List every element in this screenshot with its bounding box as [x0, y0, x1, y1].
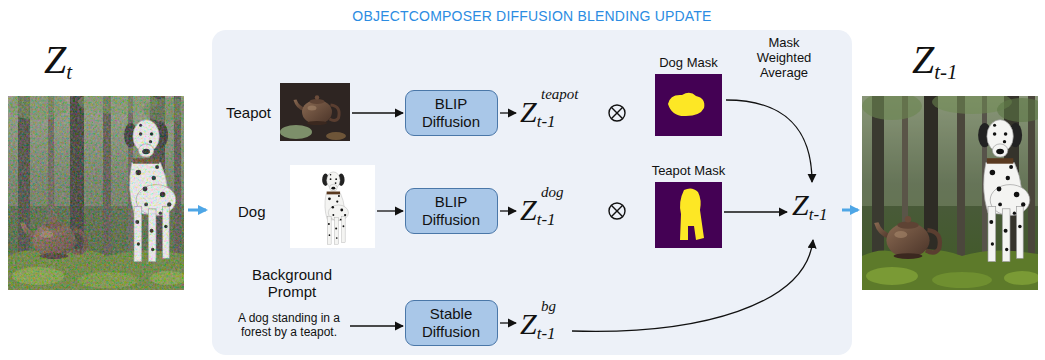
denoised-latent-image [862, 96, 1038, 290]
flow-arrows [726, 100, 812, 182]
box-label: BLIP Diffusion [412, 193, 491, 228]
multiply-symbol [609, 203, 625, 219]
noisy-latent-image [8, 96, 184, 290]
dog-mask-image [655, 74, 722, 136]
dog-mask-image [668, 93, 704, 116]
flow-arrows [500, 112, 516, 113]
operation-label: Mask Weighted Average [742, 36, 826, 81]
denoised-latent-image [862, 96, 1038, 290]
model-box: BLIP Diffusion [405, 90, 498, 136]
multiply-symbol [611, 107, 622, 118]
figure-title: OBJECTCOMPOSER DIFFUSION BLENDING UPDATE [212, 8, 852, 24]
teapot-photo [326, 132, 346, 140]
input-name: Teapot [226, 104, 271, 121]
multiply-symbol [611, 205, 622, 216]
prompt-text: A dog standing in a forest by a teapot. [228, 311, 350, 340]
model-box: BLIP Diffusion [405, 188, 498, 234]
input-name: Dog [238, 203, 266, 220]
noisy-latent-image [8, 96, 184, 290]
box-label: BLIP Diffusion [412, 95, 491, 130]
noisy-latent-image [8, 96, 184, 290]
teapot-mask-image [680, 188, 704, 240]
flow-arrows [500, 322, 516, 323]
multiply-symbol [609, 203, 625, 219]
multiply-symbol [611, 107, 622, 118]
teapot-mask-image [655, 182, 722, 248]
dog-photo [322, 172, 348, 244]
multiply-symbol [609, 105, 625, 121]
latent-superscript: dog [541, 185, 564, 200]
step-arrows [188, 209, 206, 212]
flow-arrows [352, 112, 403, 113]
multiply-symbol [609, 105, 625, 121]
flow-arrows [724, 211, 787, 212]
mask-label: Dog Mask [640, 56, 737, 71]
state-symbol: Zt-1 [912, 40, 958, 83]
dog-photo [290, 165, 375, 248]
dog-photo [290, 165, 375, 248]
flow-arrows [500, 210, 516, 211]
mask-label: Teapot Mask [640, 164, 737, 179]
latent-symbol: Zt-1 [792, 190, 828, 223]
multiply-symbol [611, 205, 622, 216]
state-symbol: Zt [44, 40, 72, 83]
teapot-photo [294, 95, 340, 125]
teapot-photo [280, 125, 312, 139]
input-name: Background Prompt [240, 266, 344, 301]
flow-arrows [377, 210, 403, 211]
model-box: Stable Diffusion [405, 300, 498, 346]
latent-superscript: bg [541, 299, 556, 314]
step-arrows [842, 209, 858, 212]
panel-ground [212, 30, 852, 355]
flow-arrows [572, 240, 813, 331]
latent-superscript: teapot [541, 87, 579, 102]
flow-arrows [350, 325, 403, 326]
dog-mask-image [655, 74, 722, 136]
teapot-photo [280, 83, 350, 141]
box-label: Stable Diffusion [412, 305, 491, 340]
teapot-photo [280, 83, 350, 141]
teapot-mask-image [655, 182, 722, 248]
